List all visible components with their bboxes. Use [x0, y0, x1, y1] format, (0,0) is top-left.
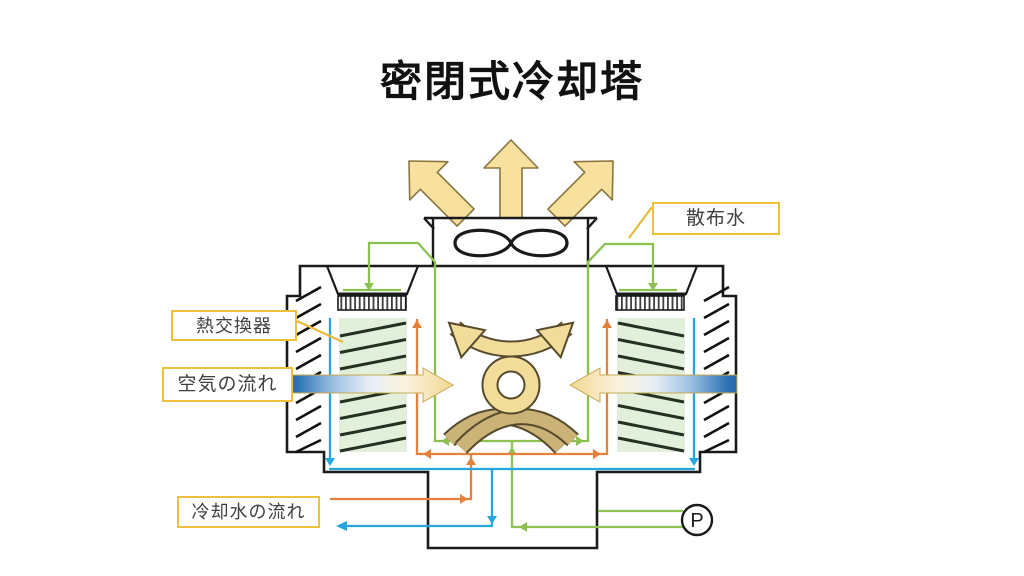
- air-swirl: [443, 321, 579, 454]
- left-spray-nozzles: [337, 295, 407, 311]
- swirl-arrowhead-left-icon: [447, 321, 487, 360]
- spray-water-leader: [628, 206, 653, 239]
- left-louver-wall: [295, 285, 322, 454]
- callout-heat-exchanger-text: 熱交換器: [196, 315, 272, 336]
- air-arrow-right-icon: [568, 367, 738, 403]
- callout-spray-water-text: 散布水: [685, 208, 746, 229]
- diagram-title: 密閉式冷却塔: [379, 58, 644, 105]
- exhaust-arrow-up-icon: [483, 139, 539, 219]
- right-spray-nozzles: [615, 295, 685, 311]
- pump-label: P: [690, 510, 703, 532]
- callout-leaders: [296, 206, 653, 344]
- hot-water-arrowheads: [412, 320, 612, 504]
- spray-water-arrowheads: [364, 283, 658, 532]
- callout-cooling-water-flow: 冷却水の流れ: [177, 496, 320, 528]
- left-spray-header: [325, 265, 420, 311]
- fan-housing: [423, 216, 598, 266]
- air-arrow-left-icon: [287, 367, 455, 403]
- right-louver-wall: [703, 285, 730, 454]
- exhaust-arrow-left-icon: [408, 160, 475, 227]
- callout-heat-exchanger: 熱交換器: [171, 310, 297, 341]
- right-spray-header: [604, 265, 699, 311]
- heat-exchanger-leader: [296, 319, 344, 344]
- air-flow-arrows: [287, 367, 738, 403]
- fan-blades-icon: [453, 228, 569, 258]
- callout-spray-water: 散布水: [652, 202, 780, 235]
- swirl-arrowhead-right-icon: [535, 321, 575, 360]
- pump-symbol: P: [680, 503, 714, 537]
- callout-air-flow: 空気の流れ: [162, 367, 293, 402]
- exhaust-arrow-right-icon: [547, 160, 614, 227]
- callout-air-flow-text: 空気の流れ: [177, 374, 278, 395]
- cold-water-arrowheads: [325, 458, 699, 531]
- callout-cooling-water-flow-text: 冷却水の流れ: [191, 502, 306, 522]
